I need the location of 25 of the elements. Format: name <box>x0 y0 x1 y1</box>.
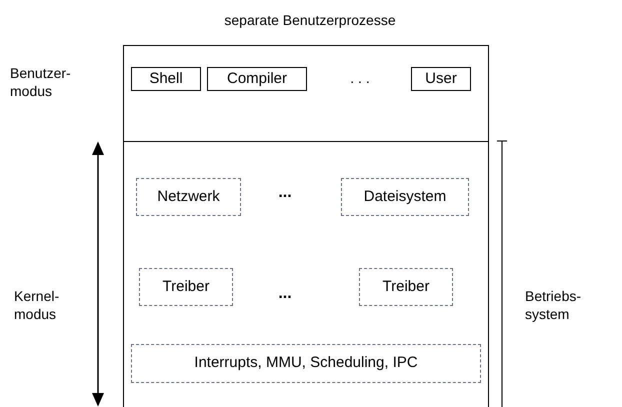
component-label: User <box>425 70 457 88</box>
ellipsis: ... <box>277 284 293 304</box>
component-box <box>139 268 233 306</box>
ellipsis: ... <box>277 183 293 203</box>
component-label: Dateisystem <box>364 188 446 206</box>
layer-box <box>123 141 489 407</box>
component-label: Netzwerk <box>157 188 220 206</box>
component-box <box>341 178 469 216</box>
component-box <box>359 268 453 306</box>
component-label: Shell <box>149 70 183 88</box>
component-box <box>411 67 471 91</box>
component-box <box>131 67 201 91</box>
side-label: Betriebs- system <box>525 288 582 323</box>
component-box <box>207 67 307 91</box>
ellipsis: . . . <box>349 70 371 88</box>
component-label: Compiler <box>226 70 287 88</box>
diagram-title: separate Benutzerprozesse <box>223 11 397 30</box>
side-label: Benutzer- modus <box>10 65 72 100</box>
component-box <box>131 344 481 383</box>
component-box <box>136 178 241 216</box>
component-label: Treiber <box>382 278 430 296</box>
side-label: Kernel- modus <box>14 288 60 323</box>
component-label: Interrupts, MMU, Scheduling, IPC <box>194 354 418 373</box>
component-label: Treiber <box>162 278 210 296</box>
layer-box <box>123 45 489 142</box>
